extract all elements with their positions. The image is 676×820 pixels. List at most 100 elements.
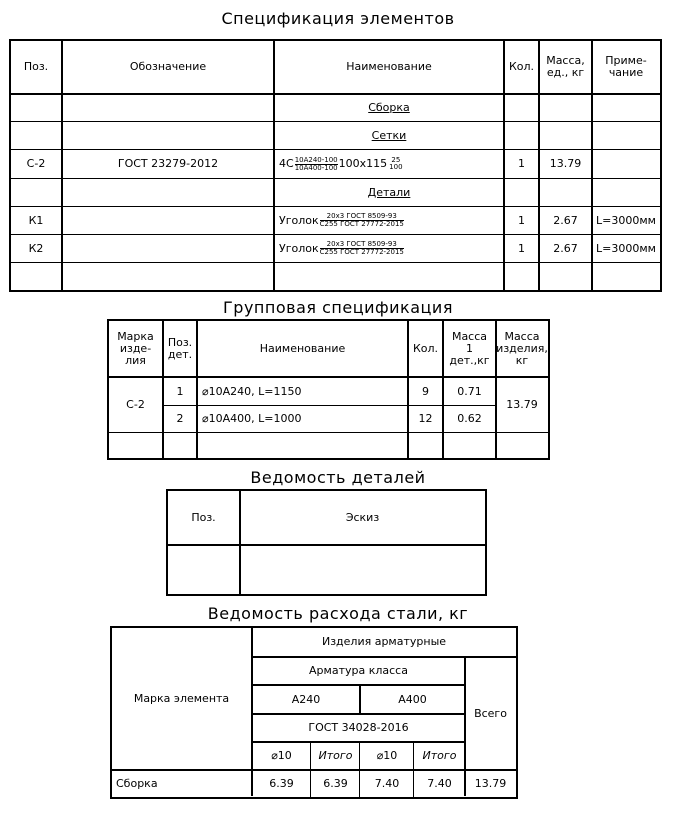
spec-row-c2-name-prefix: 4С [279,157,294,170]
spec-row-k1-frac-top: 20x3 ГОСТ 8509-93 [319,213,404,221]
group-header-mark-l2: изде- [119,341,152,355]
spec-row-c2-designation: ГОСТ 23279-2012 [117,157,219,170]
group-header-pos: Поз. дет. [164,321,196,376]
group-header-mass-product-l2: изделия, [496,341,548,355]
group-row-2-qty: 12 [418,412,433,425]
spec-row-c2-pos: С-2 [26,157,46,170]
parts-title: Ведомость деталей [250,468,426,487]
spec-row-k2-name: Уголок 20x3 ГОСТ 8509-93 С255 ГОСТ 27772… [275,235,503,262]
steel-header-products: Изделия арматурные [321,635,447,648]
spec-row-c2-sup-top: 25 [391,156,401,164]
parts-header-sketch: Эскиз [345,510,380,524]
spec-row-c2-size: 100x115 [338,157,388,170]
spec-section-assembly: Сборка [275,94,503,121]
steel-header-a240: А240 [291,692,321,706]
spec-row-k2-name-prefix: Уголок [279,241,319,255]
steel-row-v3: 7.40 [374,776,400,790]
spec-row-c2-sup: 25 100 [389,157,402,171]
steel-header-subtotal-a240: Итого [318,749,353,762]
parts-table: Поз. Эскиз [166,489,487,596]
group-header-pos-l2: дет. [167,347,193,361]
spec-row-k2-note: L=3000мм [596,241,656,255]
spec-header-note: Приме- чание [593,41,659,93]
group-mark: С-2 [126,398,145,411]
spec-row-c2-name: 4С 10А240-100 10А400-100 100x115 25 100 [275,150,503,178]
spec-row-c2-sup-bottom: 100 [389,163,403,171]
steel-header-rebar-class: Арматура класса [309,664,408,677]
group-header-mark: Марка изде- лия [109,321,162,376]
spec-row-k1-frac-bottom: С255 ГОСТ 27772-2015 [319,220,404,228]
group-total-mass: 13.79 [506,398,538,411]
spec-header-mass: Масса, ед., кг [540,41,591,93]
spec-row-c2-fraction: 10А240-100 10А400-100 [294,155,338,172]
group-title: Групповая спецификация [223,298,453,317]
steel-table: Марка элемента Изделия арматурные Армату… [110,626,518,799]
spec-section-parts-label: Детали [367,185,411,199]
spec-row-c2-qty: 1 [518,157,525,170]
group-header-mass-one-l2: 1 [466,341,473,355]
group-row-1-mass: 0.71 [457,384,482,398]
steel-title: Ведомость расхода стали, кг [207,604,469,623]
steel-header-a400: А400 [398,692,427,706]
spec-header-note-line1: Приме- [605,54,647,67]
spec-row-k2-frac-top: 20x3 ГОСТ 8509-93 [319,241,404,249]
group-row-1-pos: 1 [176,384,184,398]
group-row-1-qty: 9 [422,384,429,398]
spec-row-k1-note: L=3000мм [596,213,656,227]
group-header-mass-one: Масса 1 дет.,кг [444,321,495,376]
spec-header-designation: Обозначение [129,60,207,73]
steel-header-subtotal-a400: Итого [422,749,457,762]
steel-header-total: Всего [474,706,507,720]
spec-row-k2-qty: 1 [518,241,525,255]
steel-row-mark: Сборка [116,776,158,790]
group-table: Марка изде- лия Поз. дет. Наименование К… [107,319,550,460]
spec-row-c2-frac-top: 10А240-100 [294,155,338,165]
group-header-mass-product: Масса изделия, кг [496,321,548,376]
group-header-mass-one-l3: дет.,кг [449,353,490,367]
spec-row-k1-mass: 2.67 [553,213,578,227]
steel-header-d10-a240: ⌀10 [271,749,292,762]
steel-row-v2: 6.39 [323,776,348,790]
spec-row-k1-pos: К1 [28,213,44,227]
group-header-pos-l1: Поз. [167,335,193,349]
spec-row-c2-frac-bottom: 10А400-100 [294,163,338,172]
spec-row-k1-name-prefix: Уголок [279,213,319,227]
steel-row-v4: 7.40 [427,776,452,790]
spec-row-k2-fraction: 20x3 ГОСТ 8509-93 С255 ГОСТ 27772-2015 [319,241,404,256]
spec-row-k2-mass: 2.67 [553,241,578,255]
spec-row-k2-pos: К2 [28,241,44,255]
spec-header-pos: Поз. [23,60,49,73]
group-header-mass-one-l1: Масса [451,329,488,343]
spec-row-k1-name: Уголок 20x3 ГОСТ 8509-93 С255 ГОСТ 27772… [275,207,503,234]
steel-header-gost: ГОСТ 34028-2016 [308,721,409,734]
steel-row-v5: 13.79 [474,776,507,790]
spec-header-mass-line1: Масса, [546,54,585,67]
spec-section-parts: Детали [275,179,503,206]
spec-row-c2-mass: 13.79 [549,157,582,170]
group-header-mass-product-l1: Масса [504,329,540,343]
group-row-2-pos: 2 [176,412,184,425]
spec-header-mass-line2: ед., кг [546,66,585,79]
spec-row-k1-qty: 1 [518,213,525,227]
group-row-2-name: ⌀10А400, L=1000 [202,412,302,425]
steel-header-mark: Марка элемента [133,691,230,705]
spec-header-qty: Кол. [508,60,535,73]
group-header-mark-l1: Марка [117,329,154,343]
steel-row-v1: 6.39 [269,776,294,790]
group-header-mass-product-l3: кг [515,353,529,367]
spec-section-assembly-label: Сборка [368,100,410,114]
spec-header-note-line2: чание [608,66,644,79]
spec-section-meshes: Сетки [275,122,503,149]
group-header-qty: Кол. [412,341,439,355]
spec-header-name: Наименование [346,60,432,73]
spec-row-k1-fraction: 20x3 ГОСТ 8509-93 С255 ГОСТ 27772-2015 [319,213,404,228]
spec-title: Спецификация элементов [221,9,455,28]
group-header-name: Наименование [259,341,346,355]
group-row-1-name: ⌀10А240, L=1150 [202,384,302,398]
parts-header-pos: Поз. [191,510,216,524]
spec-table: Поз. Обозначение Наименование Кол. Масса… [9,39,662,292]
group-header-mark-l3: лия [125,353,146,367]
group-row-2-mass: 0.62 [457,412,482,425]
steel-header-d10-a400: ⌀10 [376,749,398,762]
spec-row-k2-frac-bottom: С255 ГОСТ 27772-2015 [319,248,404,256]
